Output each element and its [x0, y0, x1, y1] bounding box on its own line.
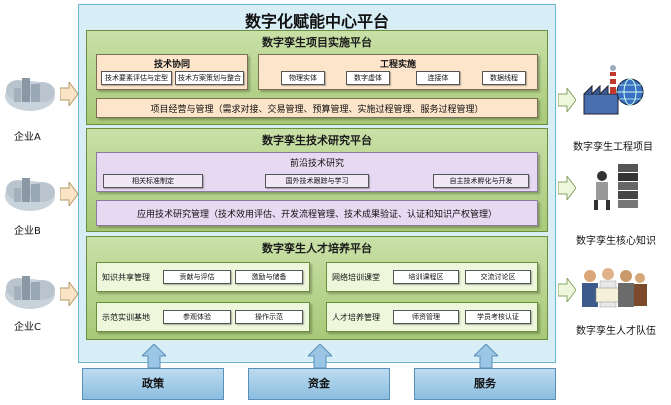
output-label: 数字孪生工程项目: [573, 142, 653, 153]
arrow-up-icon: [474, 344, 498, 368]
arrow-right-icon: [60, 182, 78, 206]
team-people-icon: [582, 268, 647, 308]
enterprise-a-building-icon: [5, 78, 55, 111]
project-management-bar: 项目经营与管理（需求对接、交易管理、预算管理、实施过程管理、服务过程管理）: [96, 98, 538, 118]
talent-box-chip: 操作示范: [235, 310, 303, 324]
enterprise-label: 企业A: [14, 132, 41, 143]
project-management-text: 项目经营与管理（需求对接、交易管理、预算管理、实施过程管理、服务过程管理）: [150, 105, 484, 115]
applied-research-bar: 应用技术研究管理（技术效用评估、开发流程管理、技术成果验证、认证和知识产权管理）: [96, 200, 538, 226]
engineering-box: 工程实施 物理实体 数字虚体 连接体 数据线程: [258, 54, 538, 90]
talent-box-chip: 师资管理: [393, 310, 459, 324]
tech-collab-box: 技术协同 技术要素评估与定型 技术方案策划与整合: [96, 54, 248, 90]
output-label: 数字孪生人才队伍: [576, 326, 656, 337]
engineering-chip: 物理实体: [281, 71, 325, 85]
talent-box-chip: 激励与储备: [235, 270, 303, 284]
talent-box-chip: 贡献与评估: [163, 270, 231, 284]
frontier-research-chip: 自主技术孵化与开发: [433, 174, 529, 188]
engineering-chip: 数字虚体: [346, 71, 390, 85]
enterprise-c-building-icon: [5, 276, 55, 309]
engineering-chip: 数据线程: [482, 71, 526, 85]
frontier-research-chip: 相关标准制定: [103, 174, 203, 188]
talent-box-chip: 学员考核认证: [465, 310, 531, 324]
talent-box: 示范实训基地 参观体验 操作示范: [96, 302, 310, 332]
enterprise-b-building-icon: [5, 178, 55, 211]
frontier-research-title: 前沿技术研究: [289, 159, 344, 169]
knowledge-books-icon: [594, 164, 638, 210]
output-label: 数字孪生核心知识: [576, 236, 656, 247]
research-platform-title: 数字孪生技术研究平台: [262, 134, 372, 147]
talent-box-chip: 参观体验: [163, 310, 231, 324]
talent-box: 人才培养管理 师资管理 学员考核认证: [326, 302, 538, 332]
enterprise-label: 企业C: [14, 322, 41, 333]
enterprise-label: 企业B: [14, 226, 41, 237]
talent-box-title: 人才培养管理: [332, 313, 380, 322]
arrow-right-icon: [558, 176, 576, 200]
support-pillar: 政策: [82, 368, 224, 400]
arrow-up-icon: [142, 344, 166, 368]
support-pillar: 服务: [414, 368, 556, 400]
frontier-research-chip: 国外技术跟踪与学习: [265, 174, 369, 188]
arrow-right-icon: [558, 88, 576, 112]
talent-box: 知识共享管理 贡献与评估 激励与储备: [96, 262, 310, 292]
applied-research-text: 应用技术研究管理（技术效用评估、开发流程管理、技术成果验证、认证和知识产权管理）: [136, 210, 497, 220]
engineering-chip: 连接体: [416, 71, 460, 85]
project-platform-title: 数字孪生项目实施平台: [262, 36, 372, 49]
talent-platform-title: 数字孪生人才培养平台: [262, 242, 372, 255]
talent-box-chip: 培训课程区: [393, 270, 459, 284]
arrow-right-icon: [558, 278, 576, 302]
tech-collab-title: 技术协同: [153, 60, 190, 70]
tech-collab-chip: 技术要素评估与定型: [101, 71, 172, 85]
talent-box: 网络培训课堂 培训课程区 交流讨论区: [326, 262, 538, 292]
engineering-title: 工程实施: [379, 60, 416, 70]
talent-box-title: 示范实训基地: [102, 313, 150, 322]
talent-box-chip: 交流讨论区: [465, 270, 531, 284]
talent-box-title: 网络培训课堂: [332, 273, 380, 282]
arrow-up-icon: [308, 344, 332, 368]
page-title: 数字化赋能中心平台: [244, 12, 389, 31]
tech-collab-chip: 技术方案策划与整合: [175, 71, 244, 85]
arrow-right-icon: [60, 82, 78, 106]
support-pillar: 资金: [248, 368, 390, 400]
arrow-right-icon: [60, 282, 78, 306]
talent-box-title: 知识共享管理: [102, 273, 150, 282]
frontier-research-box: 前沿技术研究 相关标准制定 国外技术跟踪与学习 自主技术孵化与开发: [96, 152, 538, 192]
factory-globe-icon: [583, 65, 644, 115]
